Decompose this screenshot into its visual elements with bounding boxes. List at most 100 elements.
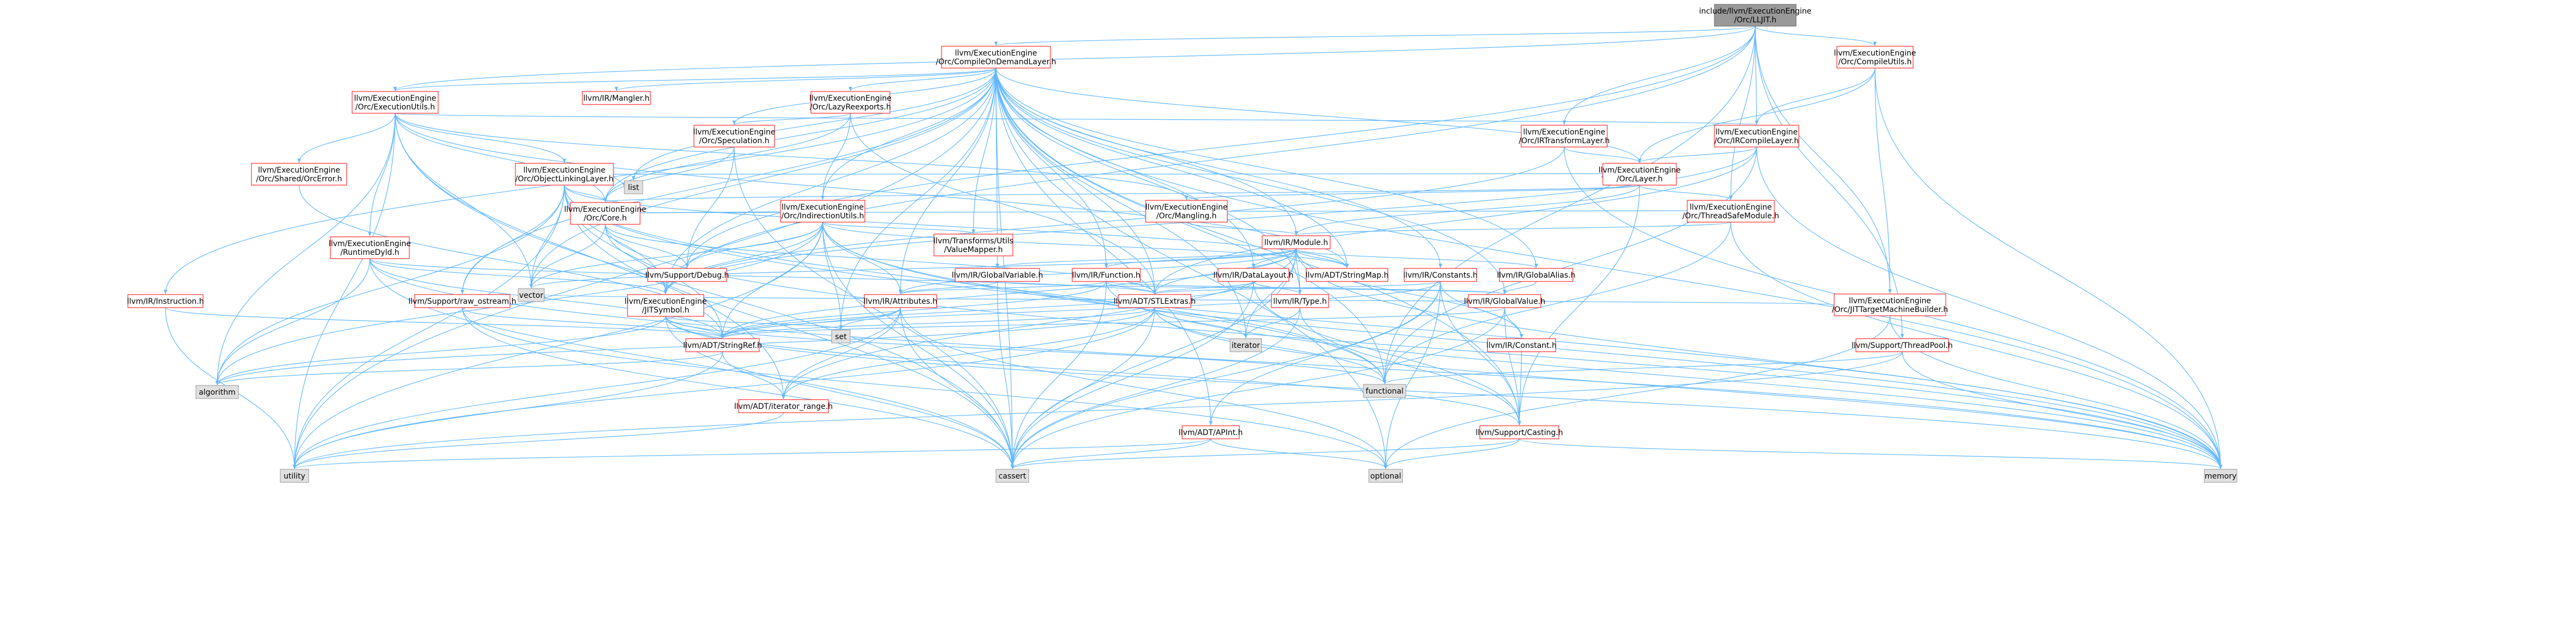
node-box: [738, 399, 829, 413]
node-box: [810, 91, 890, 114]
node-function[interactable]: llvm/IR/Function.h: [1072, 268, 1141, 282]
node-ircompile[interactable]: llvm/ExecutionEngine/Orc/IRCompileLayer.…: [1714, 125, 1799, 148]
edge-codl-to-list: [631, 68, 997, 181]
edge-codl-to-lazyreexports: [849, 68, 997, 91]
node-mangling[interactable]: llvm/ExecutionEngine/Orc/Mangling.h: [1145, 200, 1228, 223]
edge-irtype-to-casting: [1299, 307, 1521, 426]
node-irconstant[interactable]: llvm/IR/Constant.h: [1486, 338, 1557, 352]
edge-function-to-memory: [1105, 281, 2223, 469]
node-sharedorcerror[interactable]: llvm/ExecutionEngine/Orc/Shared/OrcError…: [251, 163, 347, 186]
node-label-line: llvm/Transforms/Utils: [933, 237, 1013, 246]
node-compileutils[interactable]: llvm/ExecutionEngine/Orc/CompileUtils.h: [1834, 46, 1916, 69]
edge-speculation-to-core: [603, 146, 735, 203]
node-label-line: llvm/ExecutionEngine: [693, 128, 775, 137]
edge-core-to-jitsymbol: [605, 224, 668, 295]
node-label-line: llvm/ExecutionEngine: [1523, 128, 1605, 137]
node-stlextras[interactable]: llvm/ADT/STLExtras.h: [1114, 294, 1196, 308]
node-mangler[interactable]: llvm/IR/Mangler.h: [582, 91, 651, 105]
edge-indirection-to-stringmap: [822, 222, 1349, 268]
node-speculation[interactable]: llvm/ExecutionEngine/Orc/Speculation.h: [693, 125, 776, 148]
node-iteratorrange[interactable]: llvm/ADT/iterator_range.h: [734, 399, 833, 413]
node-label-line: llvm/ExecutionEngine: [564, 205, 646, 214]
node-codl[interactable]: llvm/ExecutionEngine/Orc/CompileOnDemand…: [936, 46, 1056, 69]
edge-executionutils-to-iteratorrange: [395, 113, 785, 400]
node-stringmap[interactable]: llvm/ADT/StringMap.h: [1306, 268, 1389, 282]
edge-iteratorrange-to-utility: [292, 412, 784, 469]
node-attributes[interactable]: llvm/IR/Attributes.h: [864, 294, 937, 308]
node-indirection[interactable]: llvm/ExecutionEngine/Orc/IndirectionUtil…: [780, 200, 865, 223]
node-jitsymbol[interactable]: llvm/ExecutionEngine/JITSymbol.h: [624, 294, 707, 317]
node-apint[interactable]: llvm/ADT/APInt.h: [1179, 425, 1243, 439]
edge-attributes-to-set: [839, 307, 901, 330]
node-threadsafe[interactable]: llvm/ExecutionEngine/Orc/ThreadSafeModul…: [1682, 200, 1779, 223]
edge-lazyreexports-to-stlextras: [850, 113, 1157, 295]
node-core[interactable]: llvm/ExecutionEngine/Orc/Core.h: [564, 202, 647, 225]
edge-runtimedyld-to-stlextras: [369, 258, 1157, 295]
edge-indirection-to-supportdebug: [685, 222, 823, 268]
edge-irtype-to-iterator: [1244, 307, 1301, 339]
node-label-line: llvm/IR/Attributes.h: [864, 297, 937, 306]
node-box: [1468, 294, 1541, 308]
node-globalvalue[interactable]: llvm/IR/GlobalValue.h: [1464, 294, 1545, 308]
node-runtimedyld[interactable]: llvm/ExecutionEngine/RuntimeDyld.h: [329, 236, 411, 259]
node-datalayout[interactable]: llvm/IR/DataLayout.h: [1213, 268, 1294, 282]
node-rawostream[interactable]: llvm/Support/raw_ostream.h: [408, 294, 517, 308]
edge-rawostream-to-optional: [462, 307, 1388, 469]
edge-lazyreexports-to-speculation: [732, 113, 851, 125]
node-root[interactable]: include/llvm/ExecutionEngine/Orc/LLJIT.h: [1699, 4, 1812, 27]
node-label-line: /Orc/Speculation.h: [699, 137, 769, 145]
node-globalalias[interactable]: llvm/IR/GlobalAlias.h: [1497, 268, 1576, 282]
node-box: [1271, 294, 1329, 308]
node-casting[interactable]: llvm/Support/Casting.h: [1475, 425, 1563, 439]
node-label-line: /RuntimeDyld.h: [340, 248, 399, 257]
node-threadpool[interactable]: llvm/Support/ThreadPool.h: [1852, 338, 1953, 352]
edge-root-to-ircompile: [1755, 26, 1759, 125]
edge-irmodule-to-globalalias: [1295, 248, 1538, 268]
edge-codl-to-globalvalue: [995, 68, 1507, 295]
edge-codl-to-globalalias: [995, 68, 1538, 268]
node-layer[interactable]: llvm/ExecutionEngine/Orc/Layer.h: [1599, 163, 1681, 186]
edge-codl-to-jitsymbol: [663, 68, 997, 295]
node-valuemapper[interactable]: llvm/Transforms/Utils/ValueMapper.h: [933, 234, 1013, 256]
node-box: [1521, 125, 1608, 148]
node-stringref[interactable]: llvm/ADT/StringRef.h: [683, 338, 762, 352]
node-box: [780, 200, 865, 223]
node-lazyreexports[interactable]: llvm/ExecutionEngine/Orc/LazyReexports.h: [809, 91, 892, 114]
edge-codl-to-layer: [995, 68, 1641, 163]
node-jtmb[interactable]: llvm/ExecutionEngine/Orc/JITTargetMachin…: [1832, 293, 1948, 316]
edge-ircompile-to-layer: [1638, 146, 1757, 163]
edge-ircompile-to-functional: [1382, 146, 1757, 384]
node-box: [955, 268, 1040, 282]
node-executionutils[interactable]: llvm/ExecutionEngine/Orc/ExecutionUtils.…: [352, 91, 439, 114]
node-label-line: llvm/ExecutionEngine: [1689, 203, 1772, 212]
node-box: [414, 294, 511, 308]
node-label-line: llvm/ExecutionEngine: [1716, 128, 1798, 137]
node-objectlinking[interactable]: llvm/ExecutionEngine/Orc/ObjectLinkingLa…: [515, 163, 614, 186]
node-box: [1218, 268, 1289, 282]
node-globalvariable[interactable]: llvm/IR/GlobalVariable.h: [952, 268, 1043, 282]
node-irtype[interactable]: llvm/IR/Type.h: [1271, 294, 1329, 308]
node-box: [624, 180, 643, 194]
edge-runtimedyld-to-stringref: [369, 258, 724, 339]
edge-compileutils-to-ircompile: [1755, 68, 1876, 125]
node-label-line: /Orc/ThreadSafeModule.h: [1682, 212, 1779, 220]
edge-executionutils-to-mangling: [395, 113, 1189, 200]
node-irtransform[interactable]: llvm/ExecutionEngine/Orc/IRTransformLaye…: [1518, 125, 1610, 148]
node-iterator: iterator: [1229, 338, 1262, 352]
node-label-line: /Orc/Mangling.h: [1157, 212, 1217, 220]
edge-irtransform-to-jitsymbol: [663, 146, 1565, 295]
node-supportdebug[interactable]: llvm/Support/Debug.h: [645, 268, 729, 282]
node-utility: utility: [280, 469, 309, 483]
node-box: [2204, 469, 2237, 483]
node-box: [352, 91, 439, 114]
node-constants[interactable]: llvm/IR/Constants.h: [1403, 268, 1478, 282]
node-instruction[interactable]: llvm/IR/Instruction.h: [127, 294, 204, 308]
node-box: [685, 338, 760, 352]
node-label-line: /Orc/ExecutionUtils.h: [355, 103, 435, 112]
edge-objectlinking-to-stringmap: [564, 185, 1349, 268]
edge-core-to-supportdebug: [605, 224, 689, 268]
edge-layer-to-casting: [1517, 185, 1640, 426]
node-irmodule[interactable]: llvm/IR/Module.h: [1262, 235, 1331, 249]
node-label-line: llvm/IR/Constants.h: [1403, 271, 1478, 280]
edge-indirection-to-valuemapper: [822, 222, 975, 234]
